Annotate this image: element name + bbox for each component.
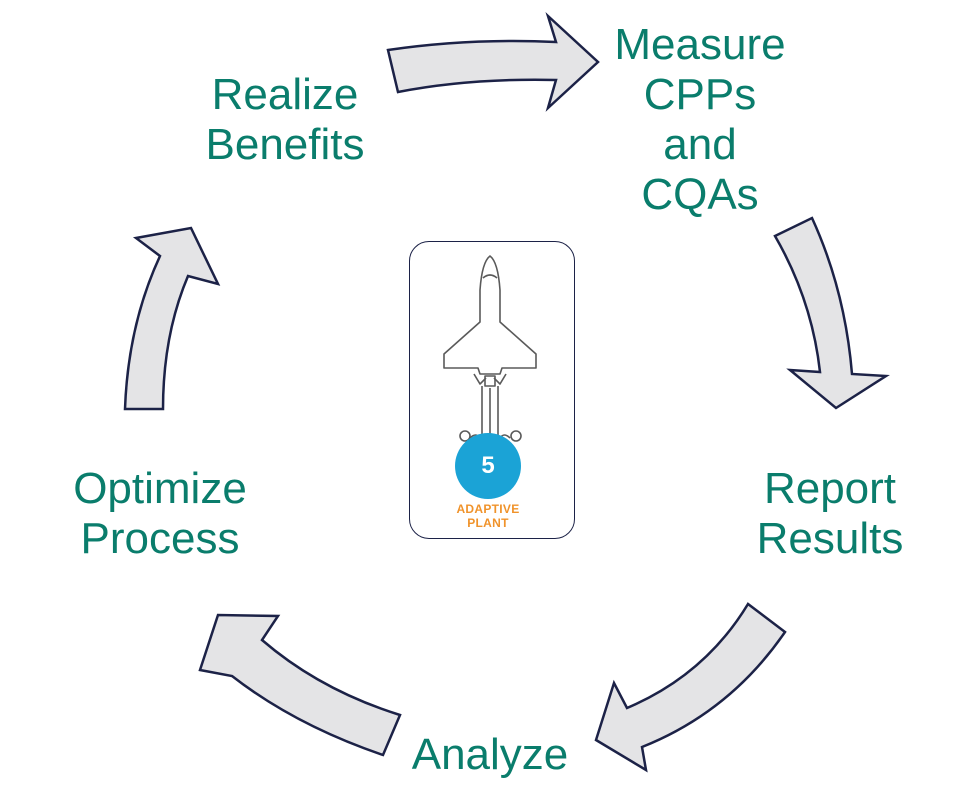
arrow-report-to-analyze	[594, 602, 787, 773]
arrow-analyze-to-optimize	[198, 613, 402, 757]
step-measure-label: Measure CPPs and CQAs	[590, 20, 810, 220]
badge-line1: ADAPTIVE	[456, 502, 520, 516]
step-optimize-line2: Process	[80, 514, 240, 563]
arrow-realize-to-measure	[386, 11, 600, 112]
step-realize-line2: Benefits	[205, 120, 365, 169]
step-report-label: Report Results	[730, 464, 930, 564]
level-number-badge: 5	[455, 433, 521, 499]
step-analyze-label: Analyze	[390, 730, 590, 780]
badge-line2: PLANT	[467, 516, 509, 530]
step-measure-line3: and	[663, 120, 737, 169]
step-measure-line1: Measure	[614, 20, 786, 69]
step-optimize-label: Optimize Process	[45, 464, 275, 564]
step-analyze-line1: Analyze	[411, 730, 569, 779]
adaptive-plant-caption: ADAPTIVE PLANT	[430, 502, 546, 530]
step-realize-line1: Realize	[211, 70, 359, 119]
step-optimize-line1: Optimize	[73, 464, 247, 513]
step-measure-line4: CQAs	[641, 170, 759, 219]
space-shuttle-icon	[443, 255, 537, 442]
step-report-line1: Report	[763, 464, 897, 513]
step-report-line2: Results	[756, 514, 904, 563]
step-measure-line2: CPPs	[643, 70, 757, 119]
step-realize-label: Realize Benefits	[180, 70, 390, 170]
arrow-optimize-to-realize	[123, 226, 221, 411]
arrow-measure-to-report	[773, 216, 890, 410]
